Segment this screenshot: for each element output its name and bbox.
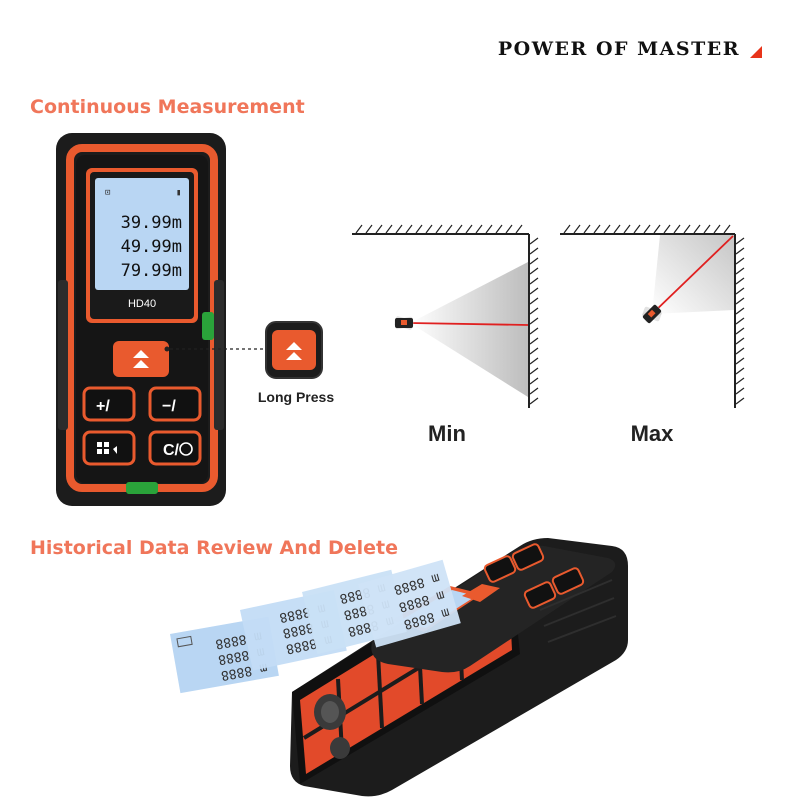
lcd-battery-icon: ▮ (176, 188, 181, 198)
historical-data-title: Historical Data Review And Delete (30, 537, 399, 559)
add-button[interactable] (82, 386, 136, 422)
continuous-measurement-title: Continuous Measurement (30, 96, 305, 118)
min-label: Min (428, 421, 466, 446)
brand-logo: POWER OF MASTER (498, 38, 762, 60)
lcd-mode-icon: ⊡ (105, 188, 110, 198)
lying-measure-button (462, 584, 500, 602)
lcd-reading-2: 49.99m (121, 237, 182, 257)
measure-button[interactable] (113, 341, 169, 377)
max-label: Max (631, 421, 675, 446)
history-screen-4: m 8888 m 8888 m 8888 (358, 559, 461, 648)
max-diagram (560, 224, 745, 408)
mode-button[interactable] (82, 430, 136, 466)
lcd-reading-3: 79.99m (121, 261, 182, 281)
plus-button-label: +/ (96, 398, 110, 415)
clear-button-label: C/ (163, 442, 180, 459)
lcd-reading-1: 39.99m (121, 213, 182, 233)
history-screens: m 8888 m 8888 m 8888 m 8888 m 8888 m 888… (170, 559, 461, 694)
subtract-button[interactable] (148, 386, 202, 422)
clear-power-button[interactable] (148, 430, 202, 466)
min-diagram (352, 224, 539, 408)
long-press-label: Long Press (258, 389, 334, 405)
minus-button-label: −/ (162, 398, 176, 415)
lying-device (290, 538, 628, 797)
brand-triangle-icon (750, 46, 762, 58)
brand-text: POWER OF MASTER (497, 38, 740, 60)
lcd-screen (95, 178, 189, 290)
front-device (56, 133, 226, 506)
model-label: HD40 (128, 298, 156, 310)
